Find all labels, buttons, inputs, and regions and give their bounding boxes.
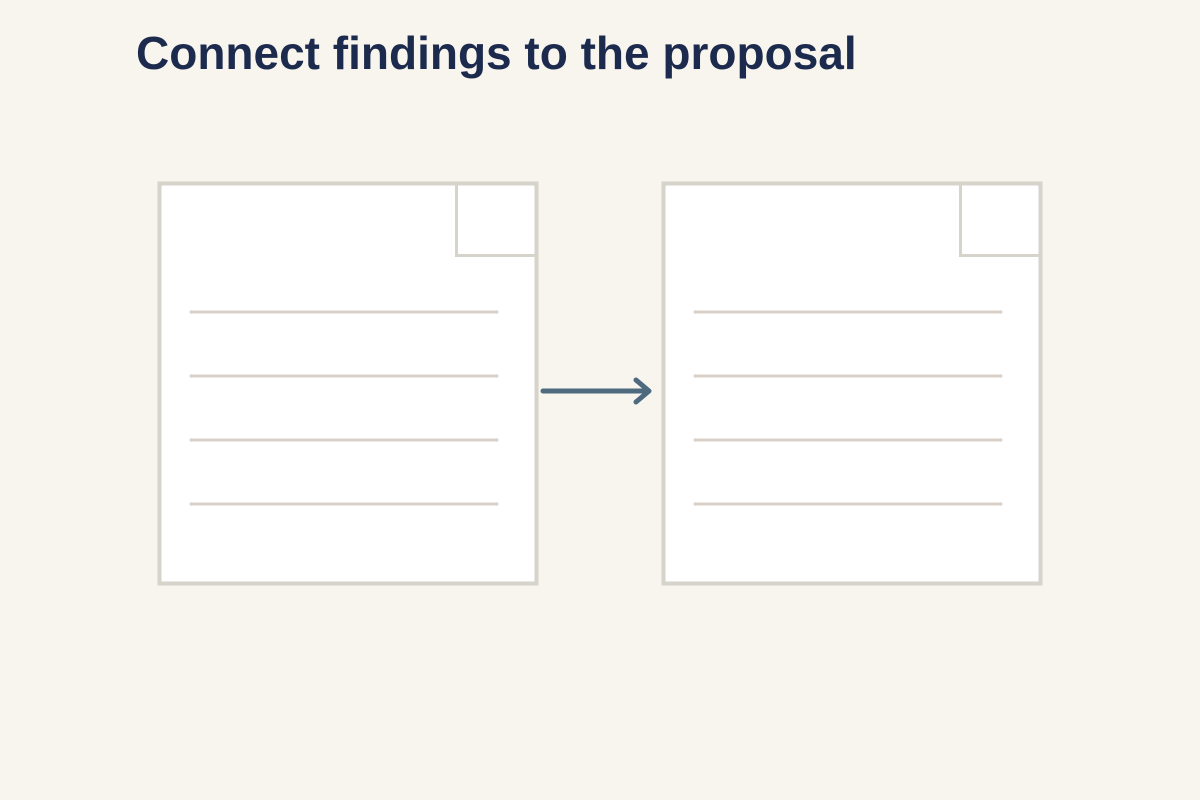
findings-document-icon: [157, 181, 539, 586]
arrow-head: [633, 377, 652, 405]
proposal-document-page: [661, 181, 1043, 586]
proposal-document-icon: [661, 181, 1043, 586]
page-title: Connect findings to the proposal: [136, 27, 857, 79]
findings-document-page: [157, 181, 539, 586]
arrow-right-icon: [540, 377, 652, 405]
findings-document-corner: [455, 185, 535, 257]
proposal-document-corner: [959, 185, 1039, 257]
